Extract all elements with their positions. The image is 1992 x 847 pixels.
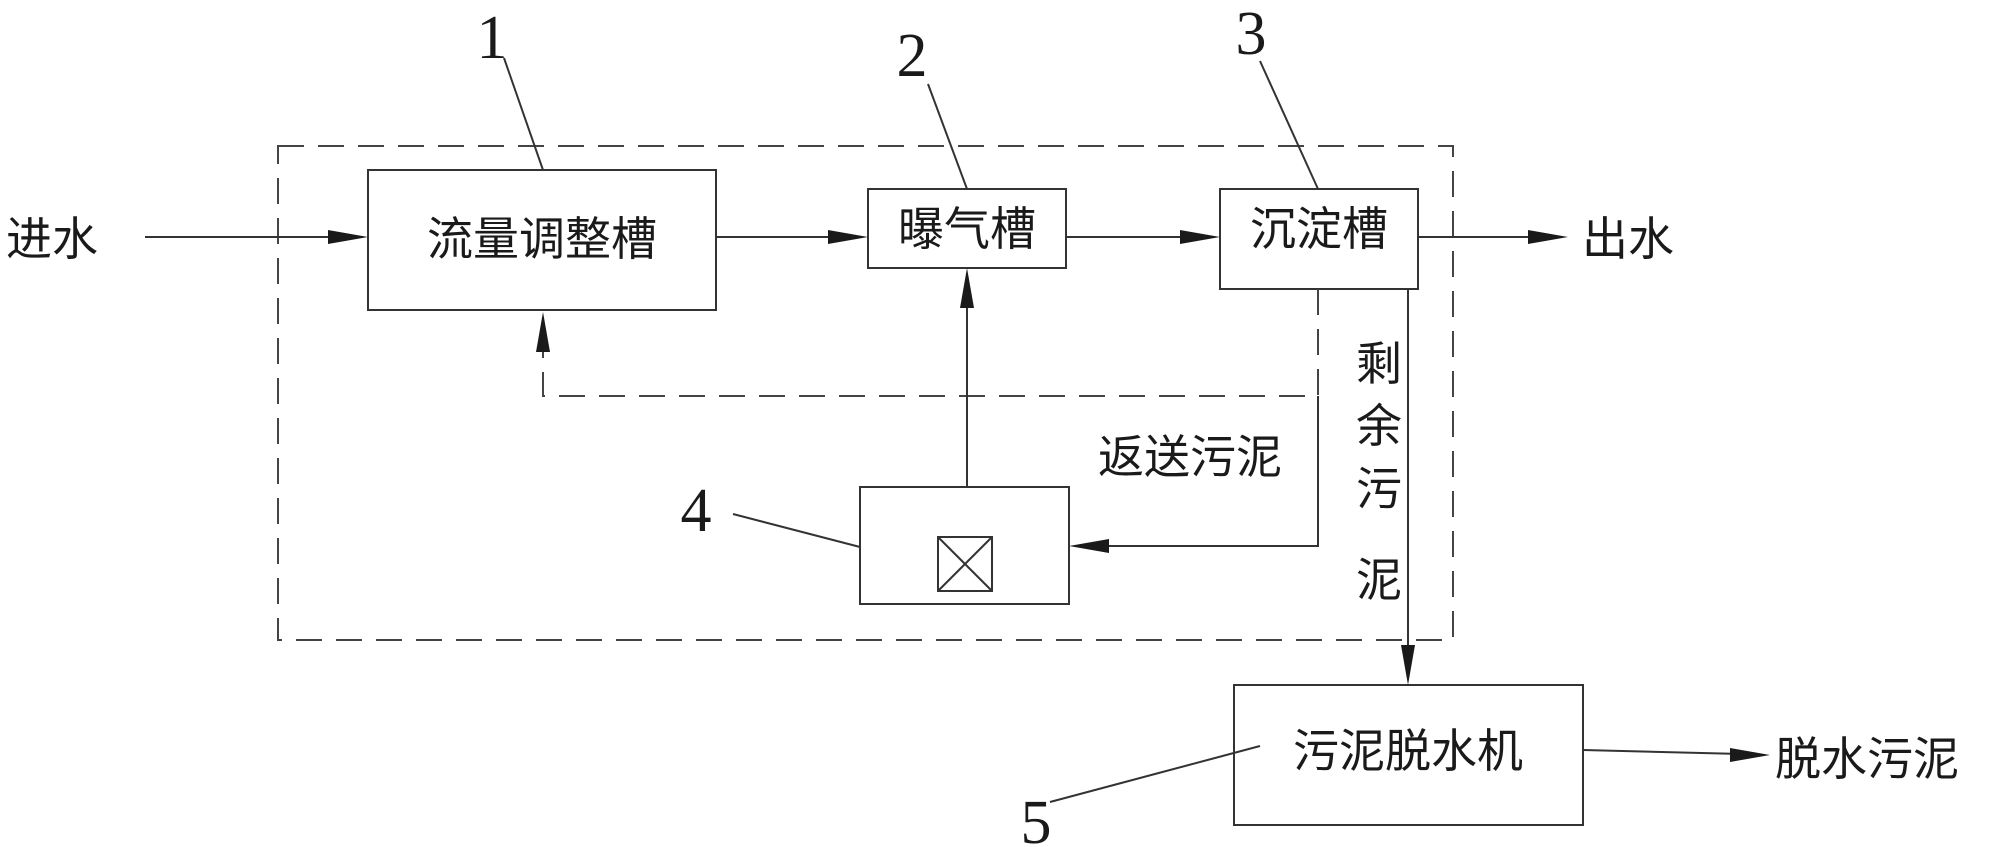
label-dewatered-sludge: 脱水污泥 [1775, 732, 1959, 786]
leader-line-3 [1259, 60, 1319, 190]
label-excess-sludge-char-2: 余 [1356, 399, 1402, 453]
ref-number-5: 5 [1021, 789, 1052, 847]
arrowhead-dewatered-output [1730, 748, 1770, 762]
dewatered-output-line [1582, 749, 1743, 755]
arrowhead-outlet [1528, 230, 1568, 244]
dashed-return-line [542, 289, 1319, 397]
label-sedimentation-tank: 沉淀槽 [1250, 202, 1388, 256]
leader-line-4 [732, 513, 861, 548]
label-excess-sludge-char-1: 剩 [1356, 337, 1402, 391]
label-water-in: 进水 [6, 212, 98, 266]
arrowhead-2-to-3 [1180, 230, 1220, 244]
label-sludge-dewaterer: 污泥脱水机 [1293, 724, 1523, 778]
label-return-sludge: 返送污泥 [1098, 430, 1282, 484]
leader-line-2 [927, 83, 968, 190]
pump-symbol-icon [937, 536, 993, 592]
ref-number-3: 3 [1236, 0, 1267, 68]
arrowhead-return-sludge [1069, 539, 1109, 553]
arrowhead-excess-sludge [1401, 645, 1415, 685]
ref-number-2: 2 [897, 22, 928, 90]
arrowhead-1-to-2 [828, 230, 868, 244]
label-flow-adjustment-tank: 流量调整槽 [427, 212, 657, 266]
system-boundary [277, 145, 1454, 641]
label-aeration-tank: 曝气槽 [898, 202, 1036, 256]
label-water-out: 出水 [1582, 212, 1674, 266]
return-sludge-line [1097, 396, 1319, 547]
leader-line-5 [1049, 745, 1261, 803]
ref-number-1: 1 [477, 4, 508, 72]
box-sludge-dewaterer [1233, 684, 1584, 826]
label-excess-sludge-char-3: 污 [1356, 462, 1402, 516]
label-excess-sludge-char-4: 泥 [1356, 553, 1402, 607]
arrowhead-pump-to-aeration [960, 268, 974, 308]
arrowhead-dashed-return [536, 312, 550, 352]
leader-line-1 [503, 57, 544, 171]
arrowhead-inlet [328, 230, 368, 244]
box-sludge-pump [859, 486, 1070, 605]
ref-number-4: 4 [681, 477, 712, 545]
